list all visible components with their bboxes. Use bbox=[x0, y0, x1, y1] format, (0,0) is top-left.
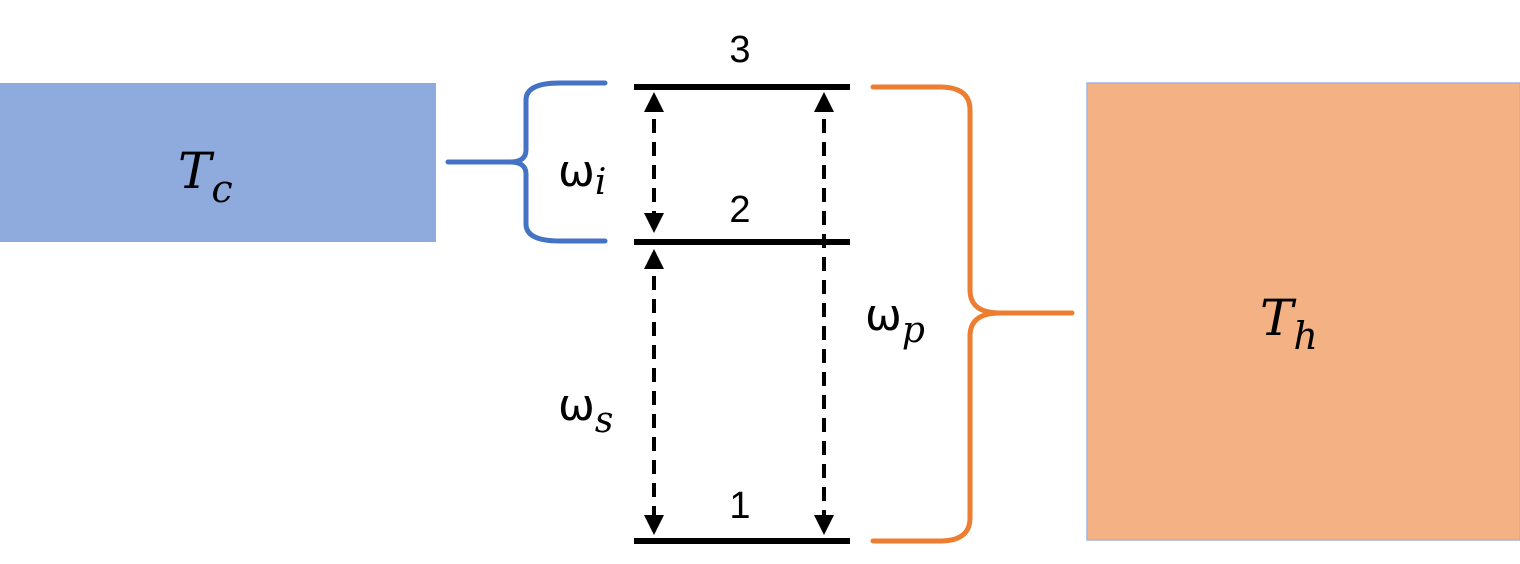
cold-reservoir-label: Tc bbox=[178, 142, 233, 211]
cold-reservoir bbox=[0, 83, 436, 242]
idler-frequency-label: ωi bbox=[558, 146, 606, 203]
pump-frequency-label: ωp bbox=[865, 290, 925, 351]
signal-frequency-label: ωs bbox=[558, 380, 613, 441]
level-3-label: 3 bbox=[729, 29, 750, 71]
hot-reservoir-label: Th bbox=[1260, 289, 1318, 358]
level-1-label: 1 bbox=[729, 485, 750, 527]
hot-reservoir bbox=[1086, 82, 1520, 541]
cold-coupling-brace bbox=[445, 80, 608, 244]
hot-coupling-brace bbox=[870, 84, 1075, 544]
level-2-label: 2 bbox=[729, 189, 750, 231]
